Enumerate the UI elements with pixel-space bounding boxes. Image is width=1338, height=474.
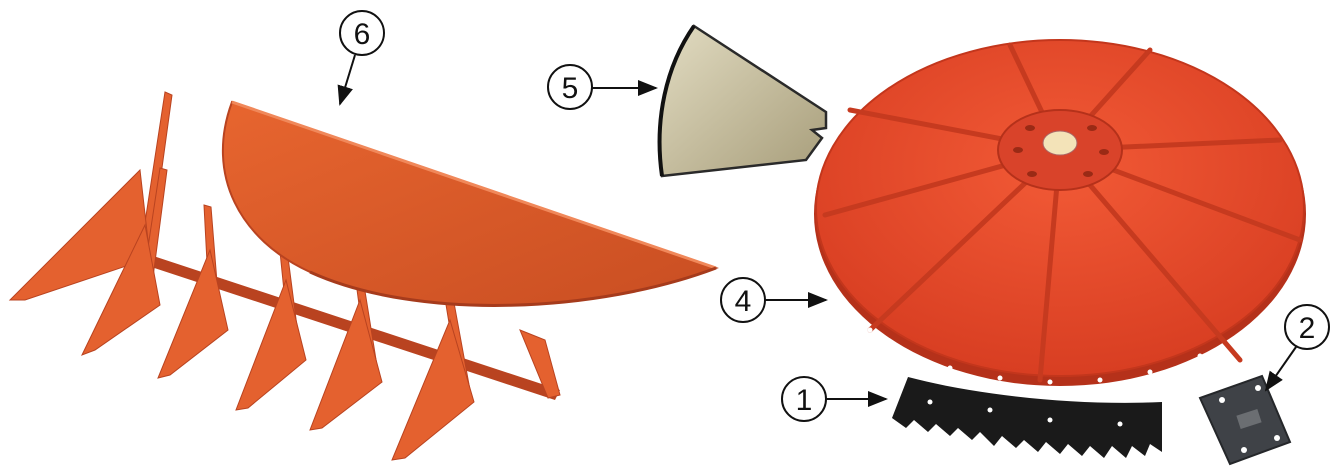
hub-bore	[1043, 131, 1077, 155]
callout-4-label: 4	[735, 285, 752, 318]
callout-2: 2	[1266, 305, 1329, 390]
callout-6-arrow	[340, 55, 355, 104]
callout-4: 4	[721, 278, 826, 322]
curved-shield	[223, 102, 716, 305]
vane-segment	[660, 26, 826, 176]
callout-5-label: 5	[562, 72, 579, 105]
callout-6: 6	[340, 11, 384, 104]
spreader-disc	[814, 40, 1306, 386]
callout-5: 5	[548, 65, 656, 109]
callout-2-arrow	[1266, 347, 1296, 390]
callout-2-label: 2	[1299, 312, 1316, 345]
tine-comb-assembly	[10, 92, 716, 460]
callout-6-label: 6	[354, 18, 371, 51]
callout-1-label: 1	[796, 384, 813, 417]
rubber-scraper-strip	[892, 377, 1162, 458]
callout-1: 1	[782, 377, 886, 421]
mounting-plate	[1200, 376, 1290, 464]
